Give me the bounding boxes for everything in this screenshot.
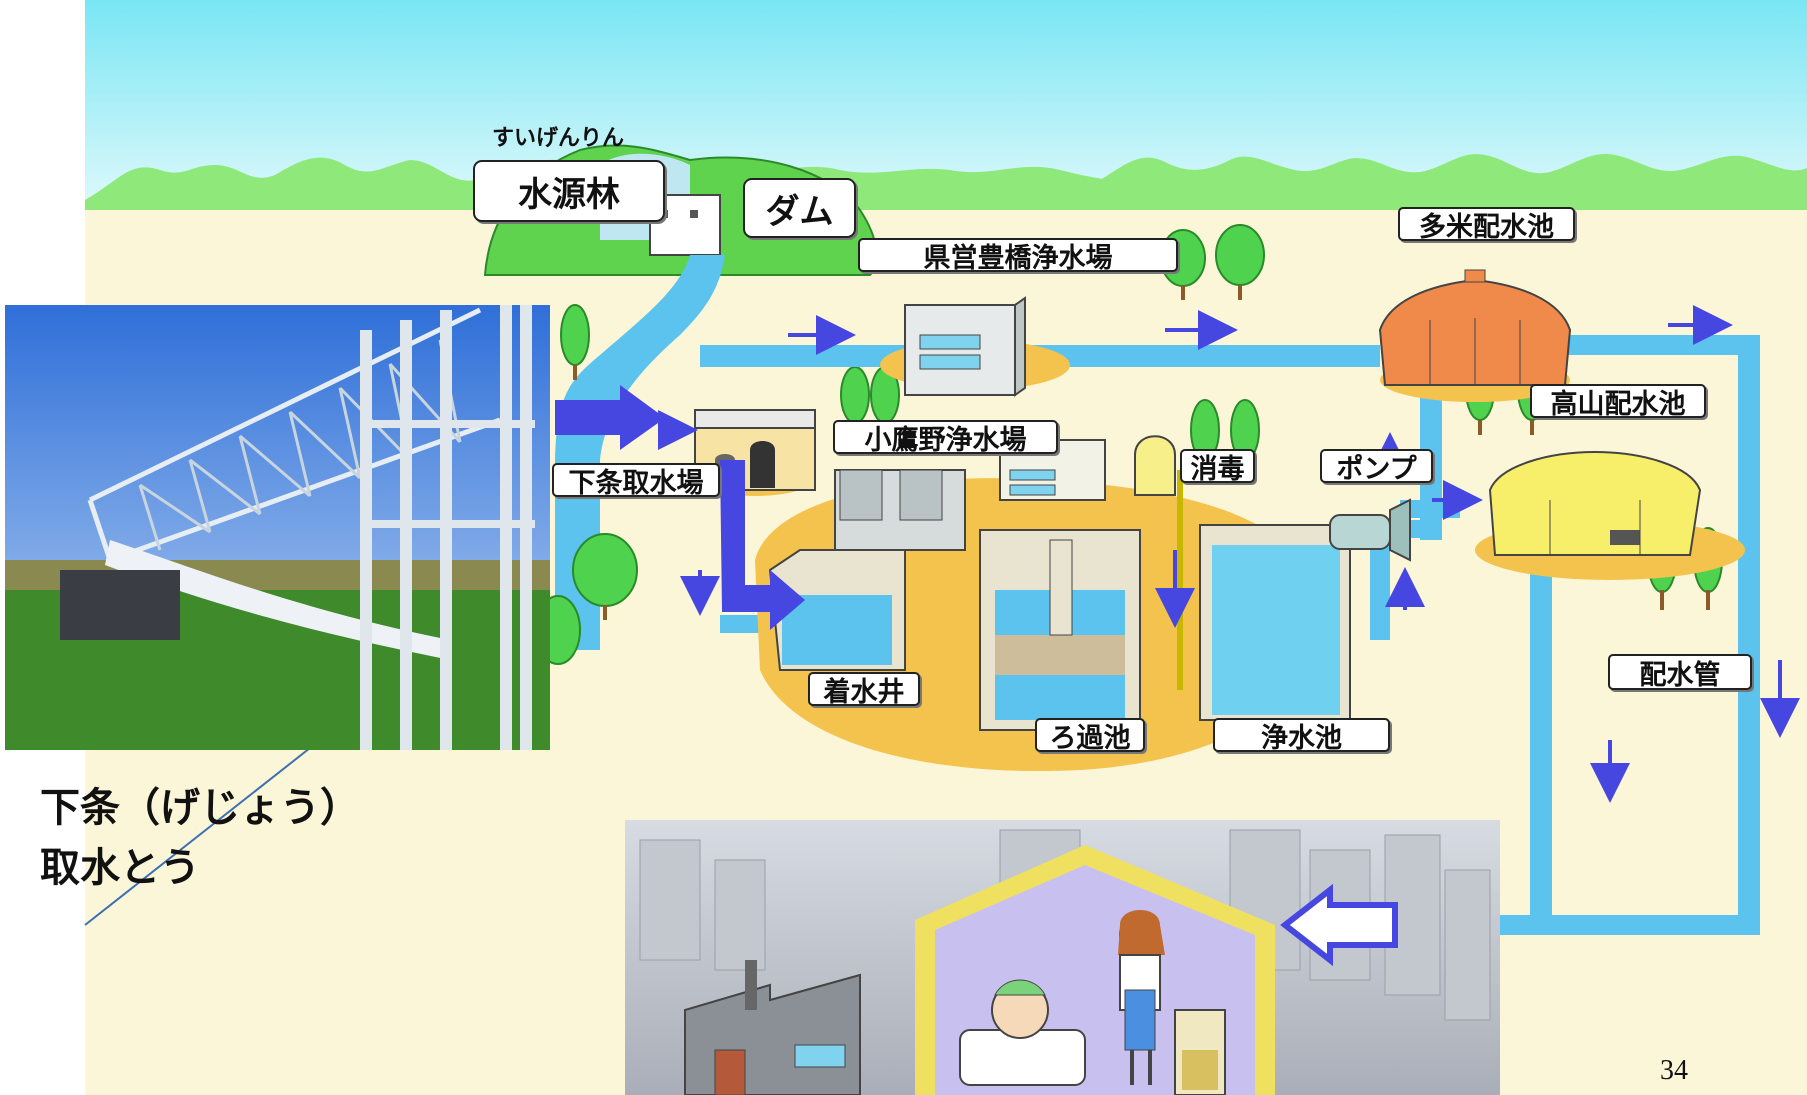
tamai-reservoir-label: 多米配水池 <box>1398 207 1575 243</box>
kenei-building <box>904 296 1026 397</box>
disinfection-label: 消毒 <box>1180 449 1255 485</box>
receiving-well-tank <box>768 549 906 671</box>
otakano-plant-label: 小鷹野浄水場 <box>833 420 1058 456</box>
pump-label: ポンプ <box>1320 449 1433 485</box>
intake-tower-photo <box>5 305 550 750</box>
distribution-pipe-label: 配水管 <box>1608 654 1752 691</box>
city-scene <box>625 820 1500 1095</box>
receiving-well-label: 着水井 <box>808 672 920 708</box>
suigenrin-label: 水源林 <box>473 160 665 222</box>
clear-water-basin-label: 浄水池 <box>1213 718 1390 754</box>
photo-caption-line1: 下条（げじょう） <box>40 785 360 831</box>
dam-label: ダム <box>743 178 856 238</box>
flow-arrows <box>658 305 1800 803</box>
page-number: 34 <box>1660 1055 1688 1086</box>
clear-water-tank <box>1199 524 1351 721</box>
gejo-intake-label: 下条取水場 <box>552 463 720 499</box>
takayama-reservoir-dome <box>1488 450 1702 556</box>
filter-basin-tank <box>979 529 1141 731</box>
photo-caption-line2: 取水とう <box>40 845 200 891</box>
pump-graphic <box>1329 498 1411 562</box>
tamai-reservoir-dome <box>1378 269 1572 386</box>
filter-basin-label: ろ過池 <box>1035 718 1145 754</box>
supply-arrow <box>1280 883 1398 967</box>
suigenrin-reading: すいげんりん <box>492 126 625 151</box>
kenei-plant-label: 県営豊橋浄水場 <box>858 238 1178 274</box>
takayama-reservoir-label: 高山配水池 <box>1530 384 1706 420</box>
